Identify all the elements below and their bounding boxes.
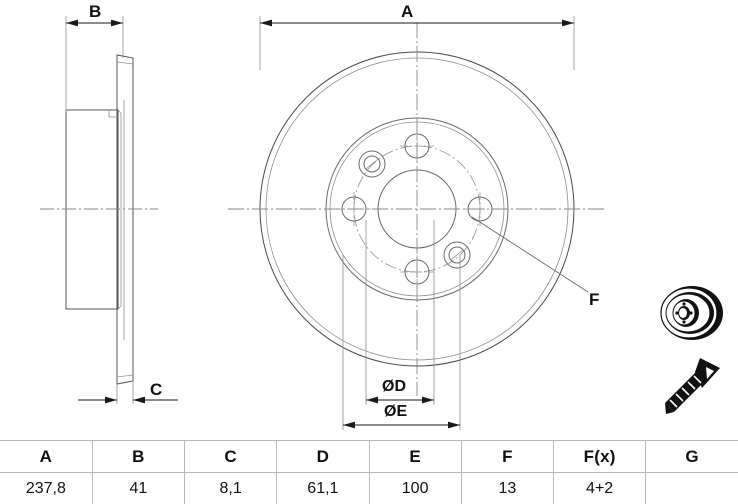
dimension-label-diameter-d: ØD — [382, 378, 406, 395]
dimension-b — [65, 16, 124, 112]
spec-header-cell: A — [0, 440, 93, 473]
side-section-view — [65, 54, 134, 385]
dimension-label-diameter-e: ØE — [384, 403, 408, 420]
locating-hole — [358, 150, 386, 178]
leader-line-f — [471, 216, 589, 293]
spec-table-value-row: 237,8 41 8,1 61,1 100 13 4+2 — [0, 472, 738, 504]
spec-header-cell: D — [276, 440, 370, 473]
spec-value-cell: 41 — [91, 472, 186, 504]
front-view-centerlines — [228, 22, 606, 396]
spec-value-cell: 8,1 — [183, 472, 278, 504]
spec-header-cell: F(x) — [552, 440, 647, 473]
spec-header-cell: F — [460, 440, 555, 473]
diameter-extension-lines — [342, 220, 461, 430]
dimension-label-b: B — [89, 2, 102, 21]
spec-header-cell: G — [645, 440, 738, 473]
spec-value-cell — [645, 472, 738, 504]
spec-value-cell: 4+2 — [552, 472, 647, 504]
spec-header-cell: C — [183, 440, 278, 473]
spec-value-cell: 61,1 — [276, 472, 370, 504]
brake-disc-3d-thumbnail — [660, 286, 723, 340]
locating-hole — [443, 241, 471, 269]
dimension-label-a: A — [401, 2, 414, 21]
dimension-label-c: C — [150, 380, 163, 399]
spec-header-cell: B — [91, 440, 186, 473]
spec-value-cell: 100 — [368, 472, 462, 504]
countersunk-screw-icon — [665, 358, 720, 414]
dimension-a — [259, 16, 575, 70]
drawing-area: B C A ØD ØE F — [40, 2, 723, 430]
spec-table-header-row: A B C D E F F(x) G — [0, 440, 738, 473]
callout-label-f: F — [589, 290, 600, 309]
locating-holes — [358, 150, 471, 269]
spec-table: A B C D E F F(x) G 237,8 41 8,1 61,1 100 — [0, 440, 738, 504]
spec-value-cell: 237,8 — [0, 472, 93, 504]
spec-value-cell: 13 — [460, 472, 555, 504]
dimension-c — [78, 381, 178, 404]
drawing-canvas — [40, 16, 723, 430]
spec-table-container: A B C D E F F(x) G 237,8 41 8,1 61,1 100 — [0, 440, 738, 504]
spec-header-cell: E — [368, 440, 462, 473]
